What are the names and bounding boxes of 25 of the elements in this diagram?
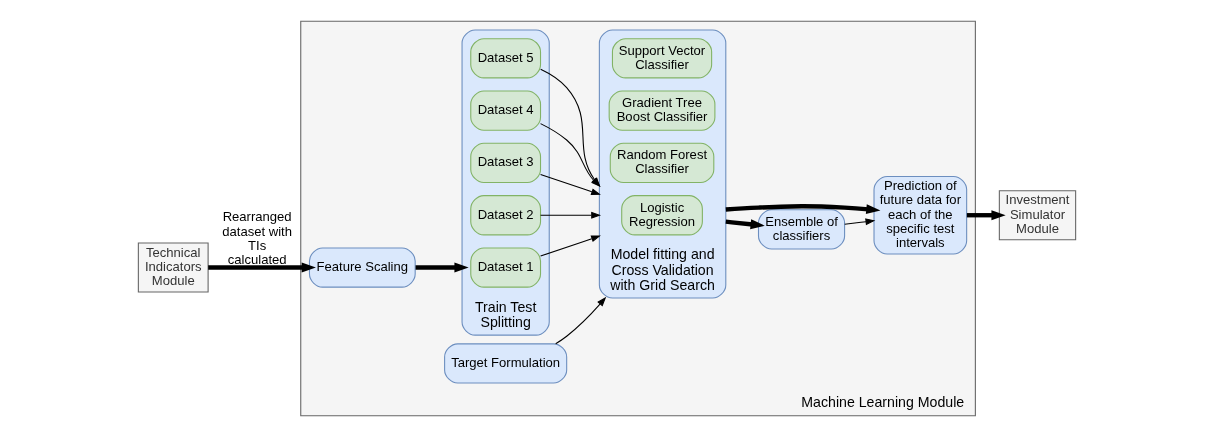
node-box: Target Formulation	[443, 343, 567, 384]
node-box: Dataset 5	[469, 38, 541, 79]
arrow	[966, 210, 1006, 221]
node-box: Support Vector Classifier	[611, 38, 712, 79]
arrow	[207, 262, 316, 273]
node-box: Gradient Tree Boost Classifier	[608, 90, 715, 131]
node-box: Dataset 2	[469, 195, 541, 236]
arrow	[843, 218, 875, 226]
node-box: Logistic Regression	[620, 195, 703, 236]
arrow	[415, 262, 469, 273]
edge-label: Rearranged dataset with TIs calculated	[221, 209, 292, 267]
node-box: Ensemble of classifiers	[757, 209, 845, 250]
node-box: Feature Scaling	[308, 247, 416, 288]
node-box: Technical Indicators Module	[137, 242, 209, 293]
node-box: Investment Simulator Module	[998, 190, 1076, 241]
arrow	[725, 219, 765, 230]
arrow	[725, 204, 880, 215]
node-box: Random Forest Classifier	[609, 142, 714, 184]
node-box: Prediction of future data for each of the specific test intervals	[872, 176, 967, 255]
node-box: Dataset 1	[469, 247, 541, 288]
arrow	[539, 235, 601, 257]
node-box: Dataset 3	[469, 142, 541, 184]
arrow	[539, 211, 601, 219]
node-box: Dataset 4	[469, 90, 541, 131]
arrow	[554, 296, 606, 345]
